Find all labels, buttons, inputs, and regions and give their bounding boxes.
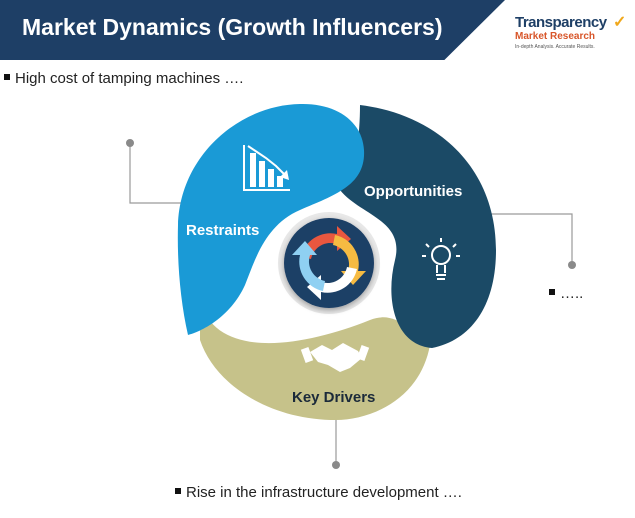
cycle-arrows-icon: [292, 226, 366, 300]
bullet-square-icon: [4, 74, 10, 81]
drivers-callout: Rise in the infrastructure development ……: [175, 484, 462, 501]
cycle-arrow-yellow: [333, 235, 366, 285]
restraints-callout: High cost of tamping machines ….: [4, 70, 243, 87]
opportunities-callout: …..: [549, 285, 583, 302]
opportunities-connector: [482, 213, 573, 263]
bullet-square-icon: [175, 488, 181, 495]
drivers-callout-text: Rise in the infrastructure development ……: [186, 484, 462, 501]
lightbulb-icon: [422, 238, 460, 280]
page-title: Market Dynamics (Growth Influencers): [22, 14, 443, 40]
logo-check-icon: ✓: [613, 14, 627, 31]
opportunities-connector-dot: [568, 261, 576, 269]
logo-subbrand-text: Market Research: [515, 31, 596, 42]
cycle-arrow-white: [307, 267, 357, 300]
bullet-square-icon: [549, 289, 555, 296]
restraints-segment: [177, 103, 365, 336]
center-circle: [284, 218, 374, 308]
title-banner: [0, 0, 505, 60]
handshake-icon: [300, 343, 370, 372]
drivers-connector-dot: [332, 461, 340, 469]
company-logo: Transparency ✓ Market Research In-depth …: [505, 14, 631, 54]
opportunities-segment: [340, 105, 496, 348]
restraints-label: Restraints: [186, 222, 259, 239]
logo-tagline: In-depth Analysis. Accurate Results.: [515, 44, 595, 50]
cycle-arrow-red: [301, 226, 351, 259]
opportunities-callout-text: …..: [560, 285, 584, 302]
key-drivers-segment: [200, 300, 430, 420]
declining-chart-icon: [243, 145, 290, 191]
cycle-arrow-lightblue: [292, 241, 325, 291]
restraints-connector-dot: [126, 139, 134, 147]
restraints-callout-text: High cost of tamping machines ….: [15, 70, 244, 87]
key-drivers-label: Key Drivers: [292, 389, 375, 406]
logo-brand-text: Transparency: [515, 14, 607, 31]
opportunities-label: Opportunities: [364, 183, 462, 200]
